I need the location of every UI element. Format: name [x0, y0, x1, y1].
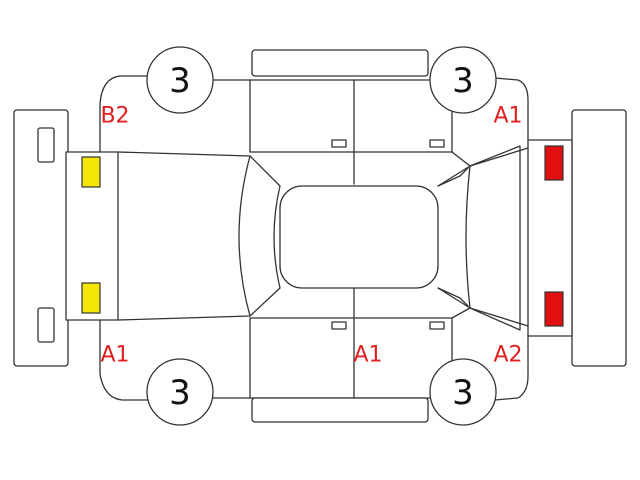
windshield [465, 165, 471, 309]
hood-left-edge [451, 151, 471, 167]
rear-right-tire-grade: 3 [169, 373, 191, 413]
front-bumper [571, 109, 627, 367]
front-left-corner-outline [494, 77, 529, 141]
rear-left-tire-circle [146, 46, 214, 114]
damage-code-rear-left: B2 [100, 104, 129, 129]
rear-reflector-bottom [37, 307, 55, 343]
damage-codes: B2 A1 A1 A1 A2 [100, 104, 522, 368]
rear-left-tire-grade: 3 [169, 61, 191, 101]
damage-code-front-right: A2 [493, 343, 522, 368]
right-side-doors [249, 287, 453, 423]
tire-rear-right: 3 [146, 358, 214, 426]
right-rear-door-handle [331, 321, 347, 330]
left-side-step [251, 49, 429, 77]
roof-top-view [117, 145, 529, 331]
rear-right-corner-outline [99, 319, 149, 401]
a-pillar-right [437, 287, 469, 307]
rear-lamp-bottom [81, 282, 101, 314]
tire-front-right: 3 [429, 358, 497, 426]
headlamp-top [544, 145, 564, 181]
rear-right-tire-circle [146, 358, 214, 426]
front-right-tire-grade: 3 [452, 373, 474, 413]
front-right-tire-circle [429, 358, 497, 426]
tire-rear-left: 3 [146, 46, 214, 114]
left-rear-door-handle [331, 139, 347, 148]
roof-panel [279, 185, 439, 289]
front-view [527, 109, 627, 367]
a-pillar-left [437, 167, 469, 187]
rear-right-roof-line [117, 287, 281, 321]
left-front-door-handle [429, 139, 445, 148]
front-right-corner-outline [494, 335, 529, 401]
damage-code-right-door: A1 [353, 343, 382, 368]
rear-window-inner [273, 185, 281, 289]
hood-right-edge [451, 307, 471, 319]
rear-view [13, 109, 119, 367]
front-left-tire-grade: 3 [452, 61, 474, 101]
right-front-door-handle [429, 321, 445, 330]
rear-lamp-top [81, 156, 101, 188]
left-side-doors [249, 49, 453, 185]
front-left-tire-circle [429, 46, 497, 114]
headlamp-bottom [544, 291, 564, 327]
tire-front-left: 3 [429, 46, 497, 114]
right-side-step [251, 397, 429, 423]
damage-code-front-left: A1 [493, 104, 522, 129]
rear-reflector-top [37, 127, 55, 163]
hood-panel [469, 145, 521, 331]
rear-window-outer [238, 155, 251, 317]
rear-left-roof-line [117, 151, 281, 187]
damage-code-rear-right: A1 [100, 343, 129, 368]
rear-left-corner-outline [99, 75, 149, 153]
